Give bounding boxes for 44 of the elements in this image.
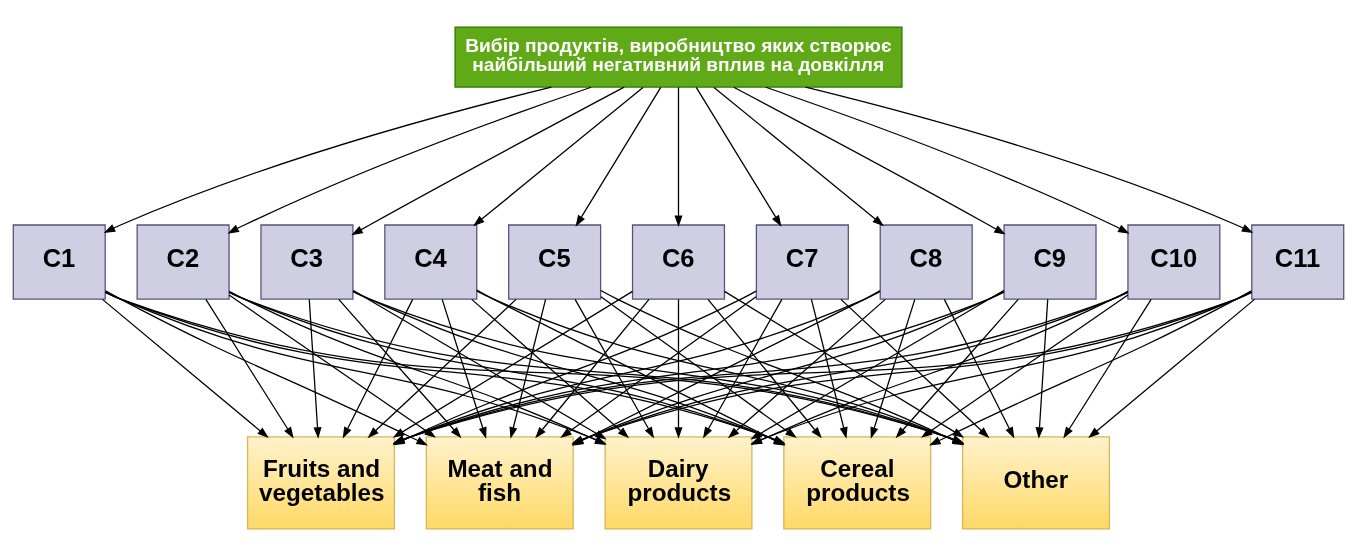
node-box: C8 <box>879 224 973 300</box>
node-box: Dairy products <box>604 436 753 530</box>
arrow <box>702 298 783 439</box>
arrow <box>674 86 683 227</box>
arrow <box>805 86 1254 234</box>
arrow <box>600 296 797 439</box>
arrow <box>810 298 848 439</box>
node-box: Вибір продуктів, виробництво яких створює найбільший негативний вплив на довкілля <box>454 26 903 88</box>
arrow <box>707 298 822 439</box>
arrow <box>441 298 487 439</box>
node-box: C2 <box>136 224 230 300</box>
arrow <box>342 298 414 439</box>
node-box: Meat and fish <box>425 436 574 530</box>
node-box: Fruits and vegetables <box>246 436 396 530</box>
arrow <box>870 298 916 439</box>
arrow <box>205 298 294 439</box>
node-box: C1 <box>12 224 106 300</box>
arrow <box>509 298 547 439</box>
arrow <box>695 86 782 227</box>
arrow <box>351 86 625 236</box>
node-box: C3 <box>260 224 354 300</box>
node-box: C11 <box>1251 224 1345 300</box>
node-box: Cereal products <box>783 436 932 530</box>
arrow <box>727 298 886 439</box>
arrow <box>575 86 662 227</box>
node-box: C9 <box>1003 224 1097 300</box>
arrow <box>1088 298 1256 439</box>
arrow <box>1035 298 1049 439</box>
arrow <box>227 86 592 234</box>
arrow <box>473 86 644 227</box>
node-box: C10 <box>1127 224 1221 300</box>
arrow <box>101 298 269 439</box>
arrow <box>103 86 552 234</box>
node-box: C4 <box>384 224 478 300</box>
node-box: C7 <box>755 224 849 300</box>
node-box: C6 <box>631 224 726 300</box>
arrow <box>674 298 683 439</box>
arrow <box>733 86 1006 235</box>
arrow <box>713 86 884 227</box>
arrow <box>765 86 1130 234</box>
node-box: Other <box>961 436 1111 530</box>
arrow <box>308 298 322 439</box>
arrow <box>1063 298 1152 439</box>
node-box: C5 <box>508 224 602 300</box>
